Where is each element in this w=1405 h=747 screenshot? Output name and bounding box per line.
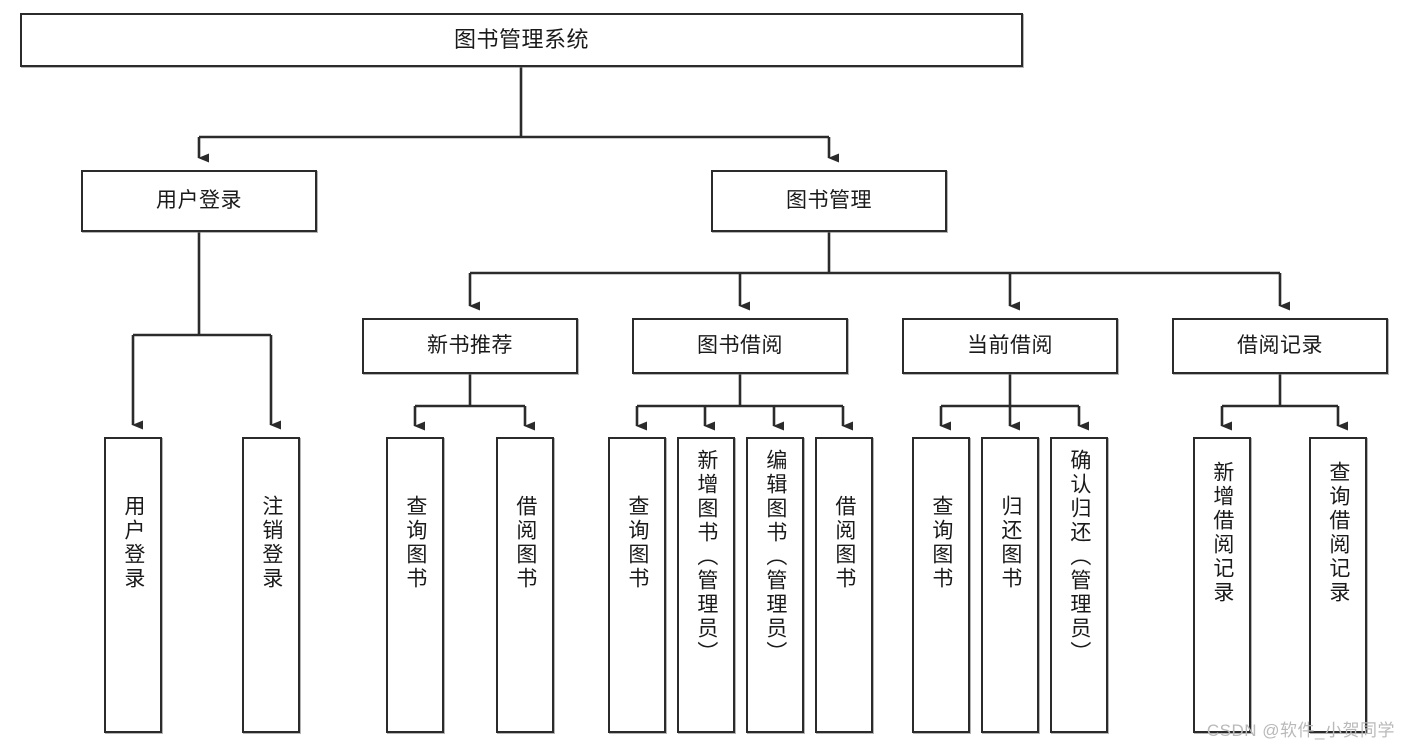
leaf-current-query-book[interactable]: 查询图书 xyxy=(912,437,970,733)
csdn-watermark: CSDN @软件_小贺同学 xyxy=(1206,721,1395,740)
node-label: 归还图书 xyxy=(998,495,1022,591)
leaf-user-login-logout[interactable]: 注销登录 xyxy=(242,437,300,733)
node-book-management[interactable]: 图书管理 xyxy=(711,170,947,232)
node-label: 借阅图书 xyxy=(832,495,856,591)
node-label: 图书管理系统 xyxy=(453,26,589,52)
node-label: 用户登录 xyxy=(121,495,145,591)
leaf-current-return-book[interactable]: 归还图书 xyxy=(981,437,1039,733)
node-label: 新增图书（管理员） xyxy=(694,449,718,665)
leaf-record-add-record[interactable]: 新增借阅记录 xyxy=(1193,437,1251,733)
node-label: 新书推荐 xyxy=(427,334,513,358)
node-label: 用户登录 xyxy=(156,189,242,213)
leaf-borrow-query-book[interactable]: 查询图书 xyxy=(608,437,666,733)
node-root-system[interactable]: 图书管理系统 xyxy=(20,13,1023,67)
node-label: 编辑图书（管理员） xyxy=(763,449,787,665)
node-label: 新增借阅记录 xyxy=(1210,461,1234,605)
leaf-new-book-query[interactable]: 查询图书 xyxy=(386,437,444,733)
node-label: 查询图书 xyxy=(625,495,649,591)
node-label: 注销登录 xyxy=(259,495,283,591)
leaf-current-confirm-return-admin[interactable]: 确认归还（管理员） xyxy=(1050,437,1108,733)
node-label: 图书借阅 xyxy=(697,334,783,358)
leaf-borrow-add-book-admin[interactable]: 新增图书（管理员） xyxy=(677,437,735,733)
leaf-borrow-edit-book-admin[interactable]: 编辑图书（管理员） xyxy=(746,437,804,733)
node-label: 查询图书 xyxy=(929,495,953,591)
node-borrow-record[interactable]: 借阅记录 xyxy=(1172,318,1388,374)
node-label: 借阅图书 xyxy=(513,495,537,591)
node-label: 借阅记录 xyxy=(1237,334,1323,358)
leaf-new-book-borrow[interactable]: 借阅图书 xyxy=(496,437,554,733)
node-label: 查询借阅记录 xyxy=(1326,461,1350,605)
leaf-borrow-borrow-book[interactable]: 借阅图书 xyxy=(815,437,873,733)
node-user-login[interactable]: 用户登录 xyxy=(81,170,317,232)
node-label: 查询图书 xyxy=(403,495,427,591)
node-label: 图书管理 xyxy=(786,189,872,213)
node-label: 确认归还（管理员） xyxy=(1067,449,1091,665)
leaf-record-query-record[interactable]: 查询借阅记录 xyxy=(1309,437,1367,733)
node-book-borrow[interactable]: 图书借阅 xyxy=(632,318,848,374)
node-label: 当前借阅 xyxy=(967,334,1053,358)
node-new-book-recommend[interactable]: 新书推荐 xyxy=(362,318,578,374)
leaf-user-login-login[interactable]: 用户登录 xyxy=(104,437,162,733)
node-current-borrow[interactable]: 当前借阅 xyxy=(902,318,1118,374)
